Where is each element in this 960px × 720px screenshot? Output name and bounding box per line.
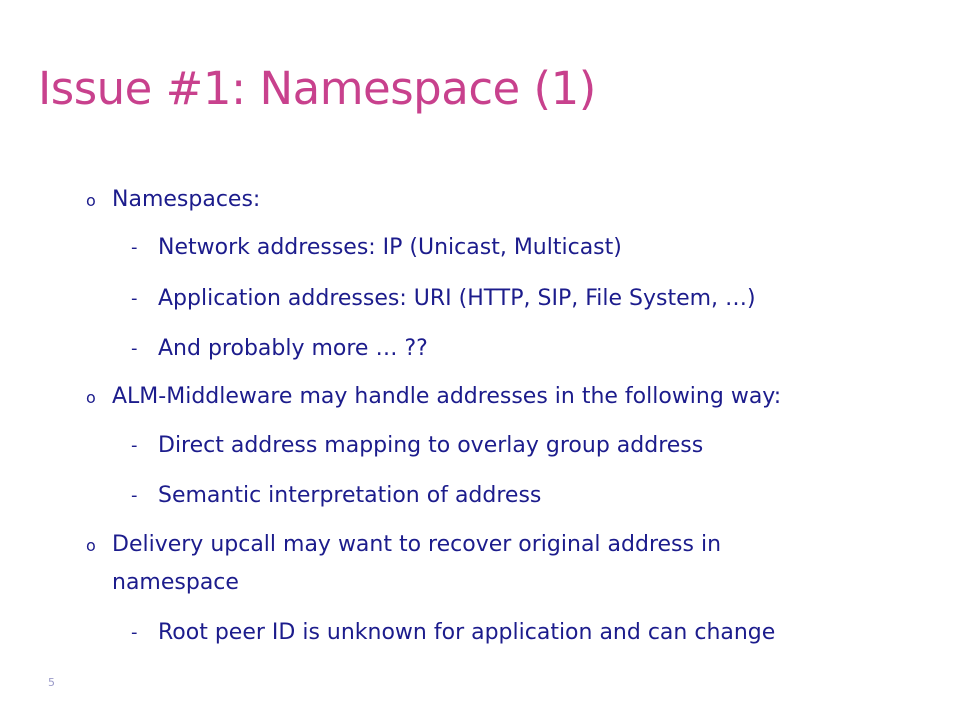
bullet-text: Delivery upcall may want to recover orig… <box>112 532 722 557</box>
sub-bullet-text: Application addresses: URI (HTTP, SIP, F… <box>158 286 756 311</box>
sub-bullet-marker: - <box>131 338 138 359</box>
sub-bullet-text: Direct address mapping to overlay group … <box>158 433 704 458</box>
bullet-marker: o <box>86 536 96 555</box>
slide-title: Issue #1: Namespace (1) <box>38 62 596 115</box>
bullet-marker: o <box>86 191 96 210</box>
sub-bullet-marker: - <box>131 288 138 309</box>
sub-bullet-marker: - <box>131 435 138 456</box>
bullet-text: ALM-Middleware may handle addresses in t… <box>112 384 782 409</box>
sub-bullet-marker: - <box>131 622 138 643</box>
sub-bullet-text: Network addresses: IP (Unicast, Multicas… <box>158 235 622 260</box>
sub-bullet-marker: - <box>131 485 138 506</box>
page-number: 5 <box>48 676 55 689</box>
sub-bullet-text: Root peer ID is unknown for application … <box>158 620 776 645</box>
sub-bullet-marker: - <box>131 237 138 258</box>
sub-bullet-text: Semantic interpretation of address <box>158 483 542 508</box>
bullet-marker: o <box>86 388 96 407</box>
bullet-text-continuation: namespace <box>112 570 239 595</box>
sub-bullet-text: And probably more … ?? <box>158 336 428 361</box>
bullet-text: Namespaces: <box>112 187 261 212</box>
